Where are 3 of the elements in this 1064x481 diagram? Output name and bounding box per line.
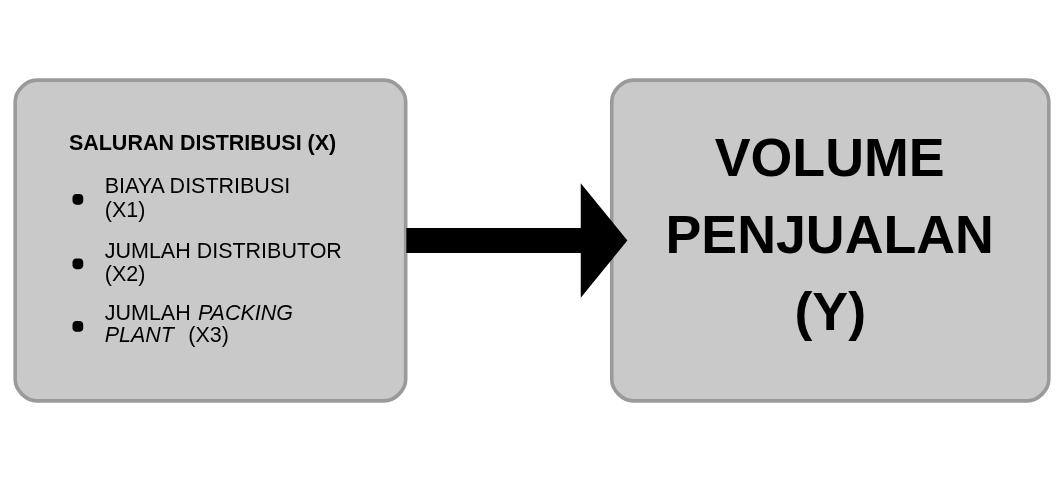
node-box: SALURAN DISTRIBUSI (X) BIAYA DISTRIBUSI (X1) JUMLAH DISTRIBUTOR (X2) JUMLAH PACKING PLANT (X3) bbox=[13, 78, 408, 403]
arrow bbox=[406, 183, 628, 298]
node-box: VOLUME PENJUALAN (Y) bbox=[609, 78, 1051, 403]
